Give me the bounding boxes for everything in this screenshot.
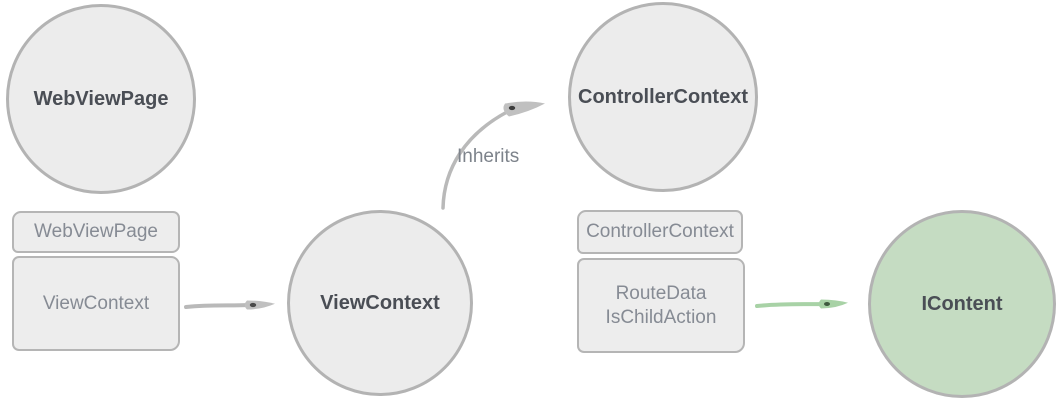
controllercontext-box-property2-label: IsChildAction xyxy=(605,306,717,328)
inherits-arrowhead-icon xyxy=(503,101,545,117)
controllercontext-box-header-label: ControllerContext xyxy=(586,221,734,242)
node-icontent-circle: IContent xyxy=(868,210,1056,398)
controllercontext-box-header: ControllerContext xyxy=(577,210,743,254)
icontent-arrow xyxy=(755,299,848,309)
webviewpage-box-body: ViewContext xyxy=(12,256,180,351)
node-webviewpage-circle: WebViewPage xyxy=(6,4,196,194)
inherits-arrowhead-dot xyxy=(508,105,516,111)
node-controllercontext-circle: ControllerContext xyxy=(568,2,758,192)
inherits-edge-label: Inherits xyxy=(457,146,520,167)
webviewpage-box-header-label: WebViewPage xyxy=(34,221,158,242)
node-controllercontext-label: ControllerContext xyxy=(578,85,748,108)
icontent-arrowhead-icon xyxy=(818,299,848,309)
controllercontext-box-body: RouteData IsChildAction xyxy=(577,258,745,353)
inherits-arrow-shaft xyxy=(441,110,509,210)
node-icontent-label: IContent xyxy=(921,292,1003,315)
viewcontext-arrowhead-icon xyxy=(244,300,275,310)
viewcontext-arrow xyxy=(184,300,275,310)
viewcontext-arrow-shaft xyxy=(184,303,252,309)
inherits-arrow xyxy=(441,101,545,210)
viewcontext-arrowhead-dot xyxy=(249,302,257,308)
icontent-arrow-shaft xyxy=(755,302,826,308)
node-viewcontext-label: ViewContext xyxy=(320,291,440,314)
icontent-arrowhead-dot xyxy=(824,302,830,306)
webviewpage-box-property-label: ViewContext xyxy=(42,292,150,314)
controllercontext-box-property1-label: RouteData xyxy=(615,282,707,304)
node-webviewpage-label: WebViewPage xyxy=(33,87,169,110)
webviewpage-box-header: WebViewPage xyxy=(12,211,180,253)
node-viewcontext-circle: ViewContext xyxy=(287,210,473,396)
